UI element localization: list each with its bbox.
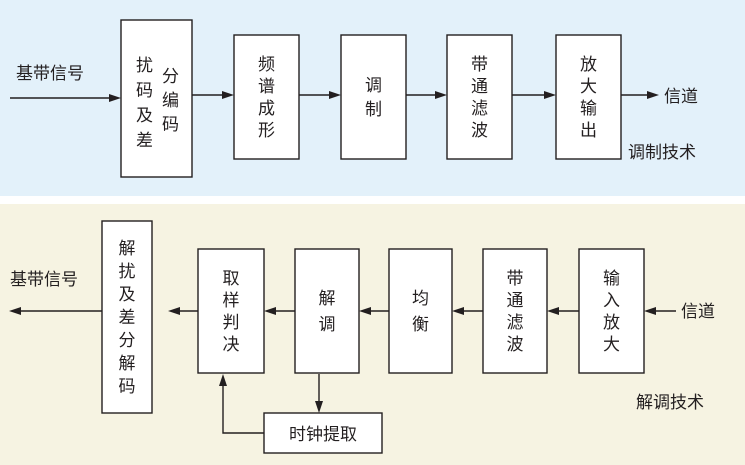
block-sampling-decision-label: 取样判决 [223, 269, 240, 355]
arrowhead [109, 94, 121, 102]
block-demodulation [294, 248, 360, 374]
block-label-char: 解 [119, 239, 136, 259]
demod-caption: 解调技术 [636, 393, 704, 413]
block-scrambler-text-b1: 分 [162, 67, 179, 87]
block-modulation-label: 调制 [365, 76, 382, 120]
block-bandpass-filter-label: 带通滤波 [471, 55, 488, 141]
block-equalizer-label: 均衡 [412, 289, 429, 335]
block-label-char: 放 [603, 313, 620, 333]
block-label-char: 波 [507, 335, 524, 355]
block-scrambler-text-a4: 差 [136, 131, 153, 151]
block-scrambler-diff-encoder [120, 19, 193, 178]
mod-input-label: 基带信号 [16, 64, 84, 84]
block-descrambler-diff-decoder-label: 解扰及差分解码 [119, 239, 136, 397]
block-label-char: 码 [119, 377, 136, 397]
block-label-char: 扰 [119, 262, 136, 282]
demod-output-label: 基带信号 [10, 270, 78, 290]
block-label-char: 衡 [412, 315, 429, 335]
block-label-char: 放 [580, 55, 597, 75]
block-demod-bandpass-filter-label: 带通滤波 [507, 269, 524, 355]
block-equalizer [388, 248, 453, 374]
block-label-char: 调 [319, 315, 336, 335]
block-clock-recovery-label: 时钟提取 [289, 425, 357, 445]
block-sampling-decision [197, 248, 265, 374]
block-demod-bandpass-filter [482, 248, 548, 374]
block-amplifier-output-label: 放大输出 [580, 55, 597, 141]
arrowhead [9, 307, 21, 315]
block-label-char: 波 [471, 121, 488, 141]
block-label-char: 大 [580, 77, 597, 97]
block-scrambler-text-b2: 编 [162, 91, 179, 111]
block-modulation [340, 34, 407, 160]
mod-caption: 调制技术 [628, 143, 696, 163]
arrowhead [168, 307, 180, 315]
block-label-char: 判 [223, 313, 240, 333]
mod-output-label: 信道 [664, 87, 698, 107]
block-label-char: 决 [223, 335, 240, 355]
block-label-char: 及 [119, 285, 136, 305]
demodulation-diagram: 信道 输入放大 带通滤波 均衡 [9, 220, 715, 454]
block-label-char: 输 [580, 99, 597, 119]
arrowhead [222, 91, 234, 99]
block-label-char: 输 [603, 269, 620, 289]
block-label-char: 分 [119, 331, 136, 351]
block-label-char: 差 [119, 308, 136, 328]
block-label-char: 滤 [471, 99, 488, 119]
block-label-char: 滤 [507, 313, 524, 333]
arrowhead [452, 307, 464, 315]
block-clock-recovery [263, 412, 383, 454]
block-label-char: 样 [223, 291, 240, 311]
block-label-char: 调 [365, 76, 382, 96]
arrowhead [644, 307, 656, 315]
block-label-char: 频 [258, 55, 275, 75]
block-input-amplifier [578, 248, 645, 374]
arrowhead [547, 307, 559, 315]
block-label-char: 谱 [258, 77, 275, 97]
block-spectrum-shaping-label: 频谱成形 [258, 55, 275, 141]
arrowhead [359, 307, 371, 315]
block-label-char: 通 [471, 77, 488, 97]
arrow-clock-to-decision [222, 383, 264, 434]
block-spectrum-shaping [233, 34, 300, 160]
block-label-char: 带 [471, 55, 488, 75]
arrowhead [264, 307, 276, 315]
block-label-char: 带 [507, 269, 524, 289]
block-scrambler-text-a2: 码 [136, 81, 153, 101]
block-label-char: 制 [365, 100, 382, 120]
block-label-char: 解 [319, 289, 336, 309]
block-amplifier-output [555, 34, 622, 160]
modulation-diagram: 基带信号 扰 码 及 差 分 编 码 频谱成形 [10, 19, 698, 178]
block-scrambler-text-a: 扰 [136, 56, 153, 76]
block-bandpass-filter [446, 34, 513, 160]
block-label-char: 成 [258, 99, 275, 119]
block-descrambler-diff-decoder [101, 220, 153, 414]
arrowhead [435, 91, 447, 99]
arrowhead [315, 401, 323, 413]
arrowhead [647, 91, 659, 99]
block-label-char: 大 [603, 335, 620, 355]
block-label-char: 入 [603, 291, 620, 311]
block-demodulation-label: 解调 [319, 289, 336, 335]
block-scrambler-text-a3: 及 [136, 106, 153, 126]
block-label-char: 形 [258, 121, 275, 141]
block-label-char: 出 [580, 121, 597, 141]
block-label-char: 均 [412, 289, 429, 309]
block-input-amplifier-label: 输入放大 [603, 269, 620, 355]
arrowhead [544, 91, 556, 99]
block-label-char: 取 [223, 269, 240, 289]
block-label-char: 解 [119, 354, 136, 374]
demod-input-label: 信道 [681, 302, 715, 322]
block-scrambler-text-b3: 码 [162, 115, 179, 135]
arrowhead [219, 374, 227, 386]
arrowhead [329, 91, 341, 99]
block-label-char: 通 [507, 291, 524, 311]
